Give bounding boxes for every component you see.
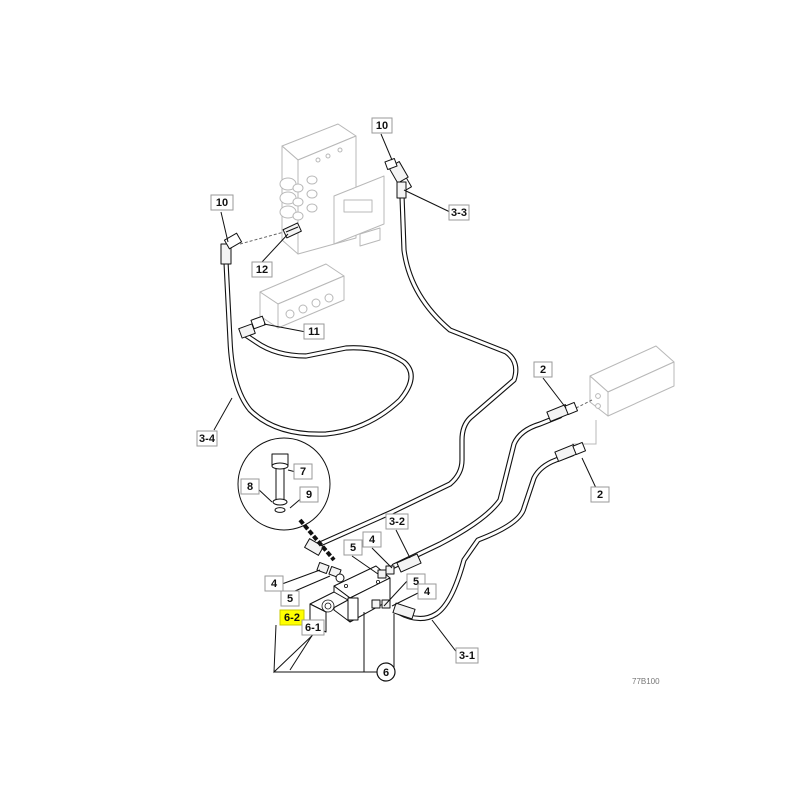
hose-3-4 — [223, 259, 414, 437]
callout-2b: 2 — [590, 486, 610, 503]
callout-10a: 10 — [371, 117, 393, 134]
callout-6-2: 6-2 — [279, 609, 305, 626]
callout-label: 7 — [300, 466, 306, 478]
callout-label: 4 — [424, 586, 431, 598]
callout-7: 7 — [293, 463, 313, 480]
callout-11: 11 — [303, 323, 325, 340]
control-valve-block — [279, 123, 385, 255]
callout-label: 3-4 — [199, 433, 216, 445]
callout-label: 2 — [597, 489, 603, 501]
callout-label: 6 — [383, 667, 389, 679]
callout-label: 4 — [271, 578, 278, 590]
callout-label: 8 — [247, 481, 253, 493]
callout-label: 3-1 — [459, 650, 475, 662]
callout-4b: 4 — [264, 575, 284, 592]
hose-fittings — [220, 158, 587, 620]
detail-inset — [237, 437, 336, 562]
callout-label: 5 — [350, 542, 356, 554]
manifold-block — [259, 263, 345, 329]
callout-label: 3-2 — [389, 516, 405, 528]
callout-4c: 4 — [417, 583, 437, 600]
callout-label: 5 — [287, 593, 293, 605]
valve-fittings — [316, 562, 395, 609]
callout-label: 6-2 — [284, 612, 300, 624]
callout-12: 12 — [251, 261, 273, 278]
callout-6: 6 — [376, 662, 396, 682]
callout-label: 4 — [369, 534, 376, 546]
callout-5a: 5 — [343, 539, 363, 556]
hose-3-3 — [317, 193, 519, 547]
callout-label: 10 — [216, 197, 228, 209]
callout-2a: 2 — [533, 361, 553, 378]
callout-4a: 4 — [362, 531, 382, 548]
callout-3-1: 3-1 — [455, 647, 479, 664]
callout-label: 2 — [540, 364, 546, 376]
hose-3-2 — [391, 413, 563, 569]
callout-10b: 10 — [210, 194, 234, 211]
callout-3-4: 3-4 — [196, 430, 218, 447]
valve-body-6 — [309, 565, 391, 633]
remote-block — [589, 345, 675, 417]
callout-5b: 5 — [280, 590, 300, 607]
callout-9: 9 — [299, 486, 319, 503]
hose-3-1 — [395, 451, 575, 622]
callout-label: 5 — [413, 576, 419, 588]
callout-3-2: 3-2 — [385, 513, 409, 530]
callout-label: 10 — [376, 120, 388, 132]
callout-label: 12 — [256, 264, 268, 276]
callout-label: 3-3 — [451, 207, 467, 219]
callout-6-1: 6-1 — [301, 619, 325, 636]
callout-8: 8 — [240, 478, 260, 495]
reference-code: 77B100 — [632, 677, 660, 686]
callout-label: 9 — [306, 489, 312, 501]
callout-label: 11 — [308, 326, 320, 338]
callout-3-3: 3-3 — [448, 204, 470, 221]
callout-label: 6-1 — [305, 622, 321, 634]
